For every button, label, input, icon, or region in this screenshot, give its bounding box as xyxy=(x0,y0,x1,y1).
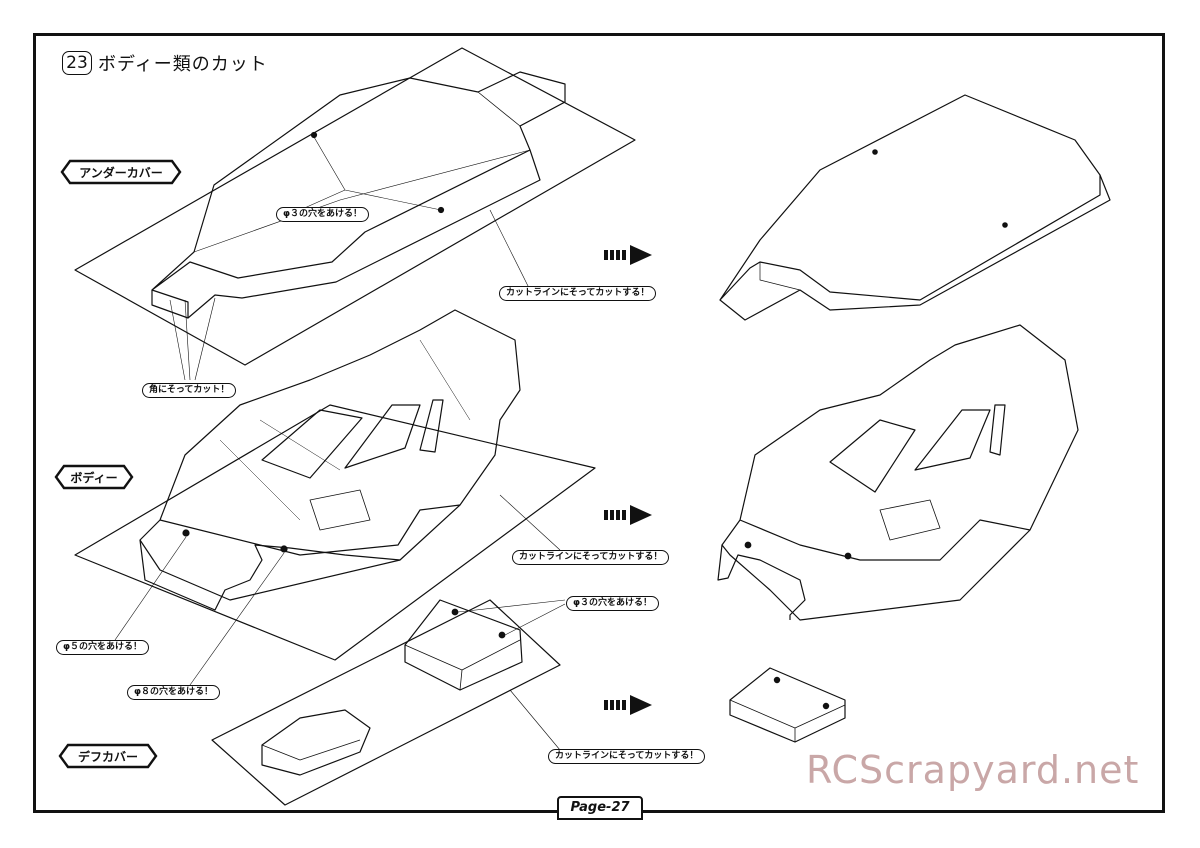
page-number: Page-27 xyxy=(557,796,643,820)
step-number: 23 xyxy=(62,51,92,75)
note-hole-3: φ３の穴をあける！ xyxy=(276,207,370,222)
tag-shape xyxy=(60,159,182,185)
note-cut-line: カットラインにそってカットする！ xyxy=(512,550,670,565)
section-label-text: アンダーカバー xyxy=(79,165,163,180)
note-hole-8: φ８の穴をあける！ xyxy=(127,685,221,700)
body-result xyxy=(717,324,1079,621)
arrow-icon xyxy=(604,505,652,525)
under-cover-sheet xyxy=(74,47,636,366)
body-leaders xyxy=(114,494,561,686)
note-cut-line: カットラインにそってカットする！ xyxy=(548,749,706,764)
note-hole-5: φ５の穴をあける！ xyxy=(56,640,150,655)
section-label-text: デフカバー xyxy=(77,749,138,764)
body-part xyxy=(139,309,521,611)
arrow-icon xyxy=(604,695,652,715)
under-cover-result xyxy=(719,94,1111,321)
note-hole-3-diff: φ３の穴をあける！ xyxy=(566,596,660,611)
tag-shape xyxy=(58,743,158,769)
step-title: 23 ボディー類のカット xyxy=(62,50,268,76)
note-corner-cut: 角にそってカット！ xyxy=(142,383,237,398)
diff-leaders xyxy=(457,599,566,751)
diff-cover-part-bottom xyxy=(261,709,371,776)
tag-shape xyxy=(54,464,134,490)
section-label-text: ボディー xyxy=(70,470,118,485)
note-cut-line: カットラインにそってカットする！ xyxy=(499,286,657,301)
diff-cover-part-top xyxy=(404,599,523,691)
section-label-body: ボディー xyxy=(56,466,132,488)
arrow-icon xyxy=(604,245,652,265)
under-cover-part xyxy=(151,71,566,319)
section-label-under-cover: アンダーカバー xyxy=(62,161,180,183)
under-cover-leaders xyxy=(169,136,531,381)
section-label-diff-cover: デフカバー xyxy=(60,745,156,767)
step-heading: ボディー類のカット xyxy=(98,54,268,75)
watermark-text: RCScrapyard.net xyxy=(806,748,1140,792)
body-sheet xyxy=(74,404,596,661)
diff-cover-result xyxy=(729,667,846,743)
diff-cover-sheet xyxy=(211,599,561,806)
